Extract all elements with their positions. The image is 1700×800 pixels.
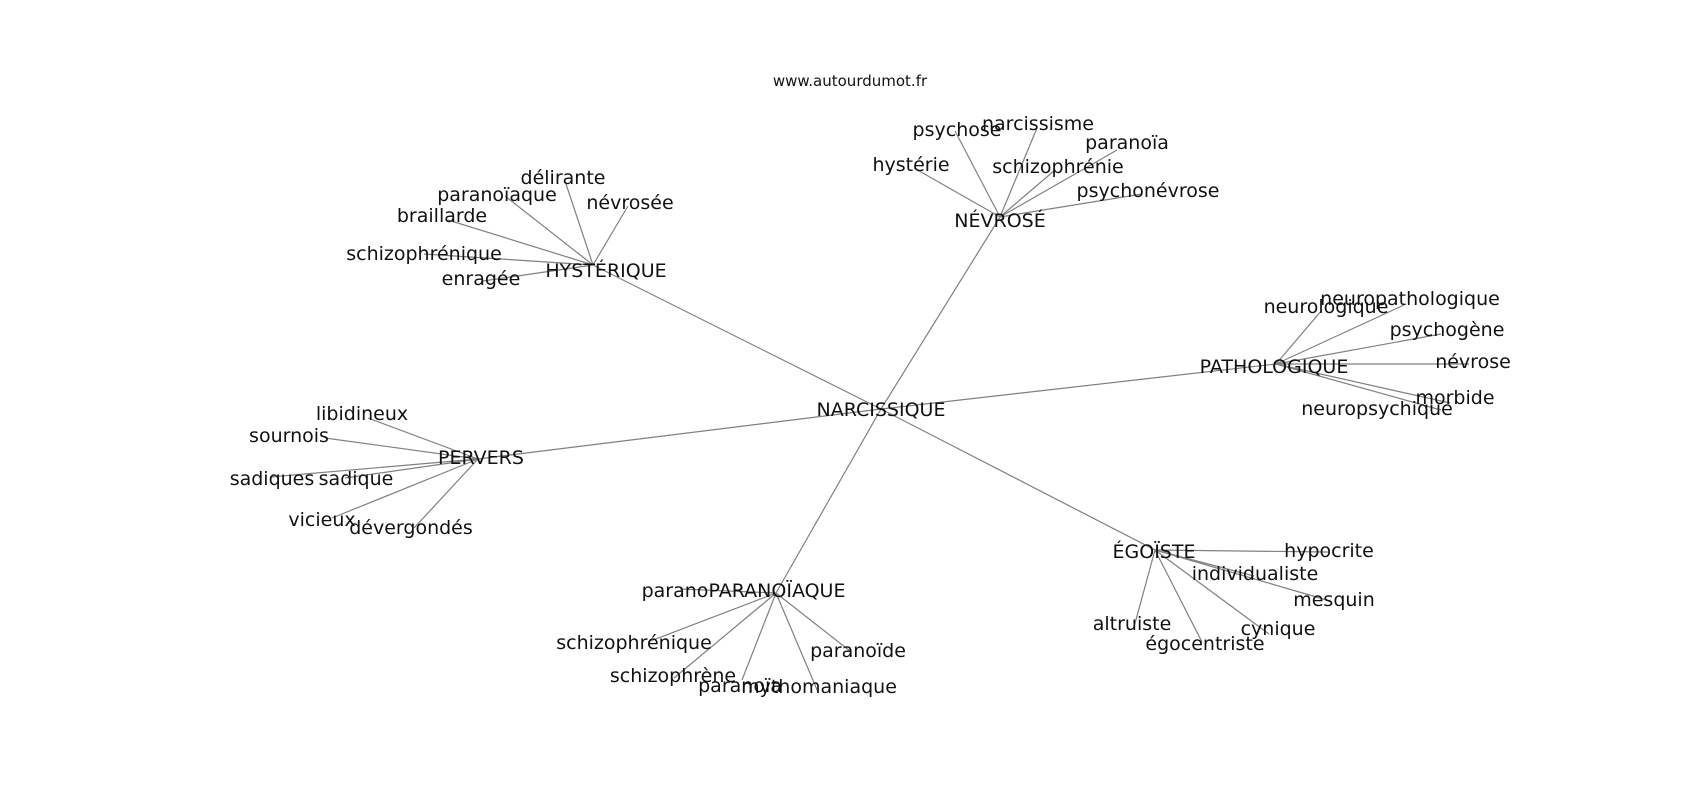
edge-egoiste-hypocrite xyxy=(1154,549,1329,553)
node-leaf-nevrose-paranoia[interactable]: paranoïa xyxy=(1085,132,1169,154)
node-leaf-nevrose-hysterie[interactable]: hystérie xyxy=(872,154,949,176)
edge-paranoiaque-paranoide xyxy=(775,592,851,652)
edge-egoiste-egocentriste xyxy=(1154,549,1203,643)
node-leaf-pervers-sadiques[interactable]: sadiques xyxy=(230,468,315,490)
node-leaf-hysterique-nevrosee[interactable]: névrosée xyxy=(586,192,673,214)
node-leaf-nevrose-psychonevrose[interactable]: psychonévrose xyxy=(1077,180,1220,202)
node-leaf-hysterique-schizophrenique[interactable]: schizophrénique xyxy=(346,243,502,265)
node-leaf-paranoiaque-paranoide[interactable]: paranoïde xyxy=(810,640,906,662)
node-leaf-egoiste-individualiste[interactable]: individualiste xyxy=(1192,563,1319,585)
edge-narcissique-nevrose xyxy=(880,216,1001,410)
node-leaf-pathologique-morbide[interactable]: morbide xyxy=(1415,387,1494,409)
node-leaf-pervers-devergondes[interactable]: dévergondés xyxy=(349,517,473,539)
node-leaf-pathologique-neurologique[interactable]: neurologique xyxy=(1264,296,1389,318)
edge-pathologique-psychogene xyxy=(1275,333,1442,365)
edge-hysterique-delirante xyxy=(565,183,594,266)
edge-nevrose-hysterie xyxy=(913,167,1001,218)
edge-hysterique-nevrosee xyxy=(592,205,629,266)
node-hub-pervers[interactable]: PERVERS xyxy=(438,447,524,469)
node-leaf-nevrose-schizophrenie[interactable]: schizophrénie xyxy=(992,156,1123,178)
edge-nevrose-schizophrenie xyxy=(999,169,1056,218)
edges xyxy=(269,127,1469,693)
node-leaf-nevrose-psychose[interactable]: psychose xyxy=(913,119,1002,141)
edge-hysterique-paranoiaque xyxy=(504,195,594,266)
node-leaf-pervers-sadique[interactable]: sadique xyxy=(319,468,394,490)
edge-hysterique-enragee xyxy=(482,264,594,282)
node-leaf-paranoiaque-schizophrenique[interactable]: schizophrénique xyxy=(556,632,712,654)
node-hub-egoiste[interactable]: ÉGOÏSTE xyxy=(1113,540,1196,563)
edge-egoiste-cynique xyxy=(1154,549,1270,635)
edge-paranoiaque-mythomaniaque xyxy=(775,592,819,693)
node-leaf-hysterique-enragee[interactable]: enragée xyxy=(442,268,521,290)
edge-pervers-libidineux xyxy=(367,417,479,460)
node-hub-paranoiaque[interactable]: PARANOÏAQUE xyxy=(709,579,846,602)
node-leaf-pervers-sournois[interactable]: sournois xyxy=(249,425,329,447)
node-leaf-egoiste-hypocrite[interactable]: hypocrite xyxy=(1284,540,1374,562)
edge-pathologique-morbide xyxy=(1275,363,1451,404)
edge-paranoiaque-paranoia xyxy=(741,592,777,681)
edge-nevrose-psychose xyxy=(954,130,1001,218)
edge-hysterique-schizophrenique xyxy=(423,253,594,266)
node-leaf-pervers-vicieux[interactable]: vicieux xyxy=(288,509,355,531)
node-leaf-hysterique-braillarde[interactable]: braillarde xyxy=(397,205,487,227)
edge-nevrose-paranoia xyxy=(999,149,1118,218)
node-leaf-egoiste-cynique[interactable]: cynique xyxy=(1241,618,1316,640)
edge-nevrose-narcissisme xyxy=(999,127,1038,218)
node-leaf-hysterique-paranoiaque[interactable]: paranoïaque xyxy=(437,184,557,206)
node-hub-nevrose[interactable]: NÉVROSÉ xyxy=(954,209,1045,232)
node-leaf-paranoiaque-parano[interactable]: parano xyxy=(642,580,709,602)
node-leaf-egoiste-egocentriste[interactable]: égocentriste xyxy=(1145,633,1264,655)
edge-egoiste-altruiste xyxy=(1133,549,1156,628)
edge-narcissique-paranoiaque xyxy=(775,408,882,594)
edge-hysterique-braillarde xyxy=(447,219,594,266)
edge-egoiste-mesquin xyxy=(1154,549,1331,602)
node-hub-hysterique[interactable]: HYSTÉRIQUE xyxy=(545,259,666,282)
edge-pervers-sadiques xyxy=(269,458,479,478)
node-center-narcissique[interactable]: NARCISSIQUE xyxy=(817,399,946,421)
node-hub-pathologique[interactable]: PATHOLOGIQUE xyxy=(1200,356,1349,378)
node-leaf-nevrose-narcissisme[interactable]: narcissisme xyxy=(982,113,1094,135)
node-leaf-hysterique-delirante[interactable]: délirante xyxy=(521,167,606,189)
node-leaf-pathologique-neuropsychique[interactable]: neuropsychique xyxy=(1301,398,1453,420)
edge-narcissique-pervers xyxy=(477,408,882,460)
edge-pathologique-neuropsychique xyxy=(1275,363,1442,411)
node-leaf-pathologique-neuropathologique[interactable]: neuropathologique xyxy=(1320,288,1500,310)
node-leaf-pathologique-psychogene[interactable]: psychogène xyxy=(1390,319,1505,341)
edge-narcissique-hysterique xyxy=(592,264,882,410)
edge-pervers-devergondes xyxy=(413,458,479,529)
node-leaf-paranoiaque-mythomaniaque[interactable]: mythomaniaque xyxy=(741,676,897,698)
edge-pathologique-neurologique xyxy=(1275,309,1323,365)
edge-narcissique-pathologique xyxy=(880,363,1277,410)
edge-pervers-vicieux xyxy=(331,458,479,519)
edge-paranoiaque-schizophrenique xyxy=(647,592,777,643)
node-labels: NARCISSIQUE HYSTÉRIQUE déliranteparanoïaqu… xyxy=(230,113,1511,698)
edge-narcissique-egoiste xyxy=(880,408,1156,551)
edge-pervers-sadique xyxy=(344,458,479,479)
edge-pathologique-neuropathologique xyxy=(1275,304,1405,365)
edge-paranoiaque-schizophrene xyxy=(673,592,777,679)
node-leaf-pathologique-nevrose[interactable]: névrose xyxy=(1435,351,1511,373)
edge-pervers-sournois xyxy=(324,437,479,460)
node-leaf-egoiste-mesquin[interactable]: mesquin xyxy=(1293,589,1375,611)
edge-nevrose-psychonevrose xyxy=(999,193,1143,218)
edge-paranoiaque-parano xyxy=(679,588,777,594)
node-leaf-paranoiaque-paranoia[interactable]: paranoïa xyxy=(698,675,782,697)
node-leaf-paranoiaque-schizophrene[interactable]: schizophrène xyxy=(610,665,736,687)
node-leaf-egoiste-altruiste[interactable]: altruiste xyxy=(1093,613,1172,635)
watermark: www.autourdumot.fr xyxy=(772,72,928,90)
node-leaf-pervers-libidineux[interactable]: libidineux xyxy=(316,403,408,425)
